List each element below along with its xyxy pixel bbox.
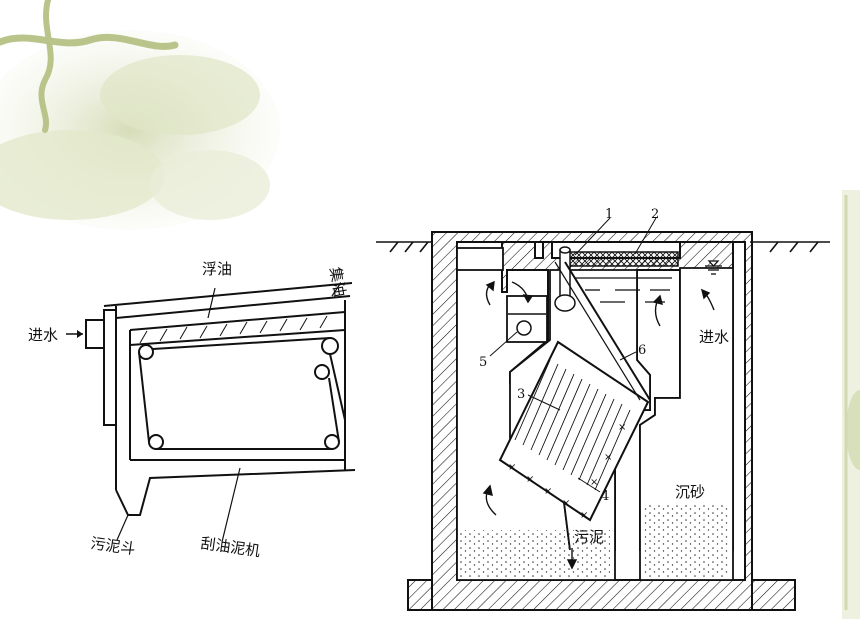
label-1: 1 <box>605 207 613 222</box>
label-sludge-hopper: 污泥斗 <box>89 534 136 558</box>
label-sand: 沉砂 <box>675 483 705 501</box>
label-sludge: 污泥 <box>574 528 604 546</box>
scraper-chain <box>138 337 346 450</box>
leaf-flourish-right-edge <box>842 190 860 619</box>
svg-text:×: × <box>508 462 516 473</box>
label-float-oil: 浮油 <box>202 260 232 278</box>
tank-top-edges <box>103 282 353 346</box>
right-separator-diagram: × × × × × × × × <box>376 217 830 611</box>
svg-text:×: × <box>562 498 570 509</box>
ground-line <box>376 241 830 253</box>
oil-collection-pipe <box>508 313 546 336</box>
label-inlet-left: 进水 <box>28 326 58 344</box>
oil-layer-hatch <box>139 315 328 344</box>
sand-deposit <box>644 505 730 578</box>
svg-text:×: × <box>604 452 612 463</box>
skimmer-pipe <box>554 246 576 312</box>
right-leader-lines <box>489 217 657 493</box>
left-labels: 浮油 集油 进水 污泥斗 刮油泥机 <box>28 260 349 560</box>
oil-skimmer-belt <box>567 251 679 267</box>
svg-text:×: × <box>580 510 588 521</box>
leaf-flourish-top-left <box>0 0 280 230</box>
label-collect-oil: 集油 <box>326 266 349 299</box>
sludge-deposit <box>460 530 610 578</box>
label-4: 4 <box>601 489 609 504</box>
svg-text:×: × <box>544 486 552 497</box>
tank-body <box>115 300 356 516</box>
water-surface <box>575 260 722 303</box>
flow-arrows <box>482 280 715 570</box>
right-labels: 1 2 3 4 5 6 进水 沉砂 污泥 <box>479 207 729 546</box>
left-leader-lines <box>116 283 341 543</box>
svg-text:×: × <box>618 422 626 433</box>
inlet-pipe <box>85 306 117 430</box>
label-3: 3 <box>517 387 525 402</box>
left-separator-diagram <box>66 282 356 543</box>
svg-text:×: × <box>590 477 598 488</box>
label-6: 6 <box>638 343 646 358</box>
label-5: 5 <box>479 355 487 370</box>
inlet-arrow <box>66 330 83 338</box>
label-scraper: 刮油泥机 <box>199 534 261 560</box>
svg-text:×: × <box>526 474 534 485</box>
inclined-plate-pack: × × × × × × × × <box>498 261 651 522</box>
label-inlet-right: 进水 <box>699 328 729 346</box>
label-2: 2 <box>651 207 659 222</box>
